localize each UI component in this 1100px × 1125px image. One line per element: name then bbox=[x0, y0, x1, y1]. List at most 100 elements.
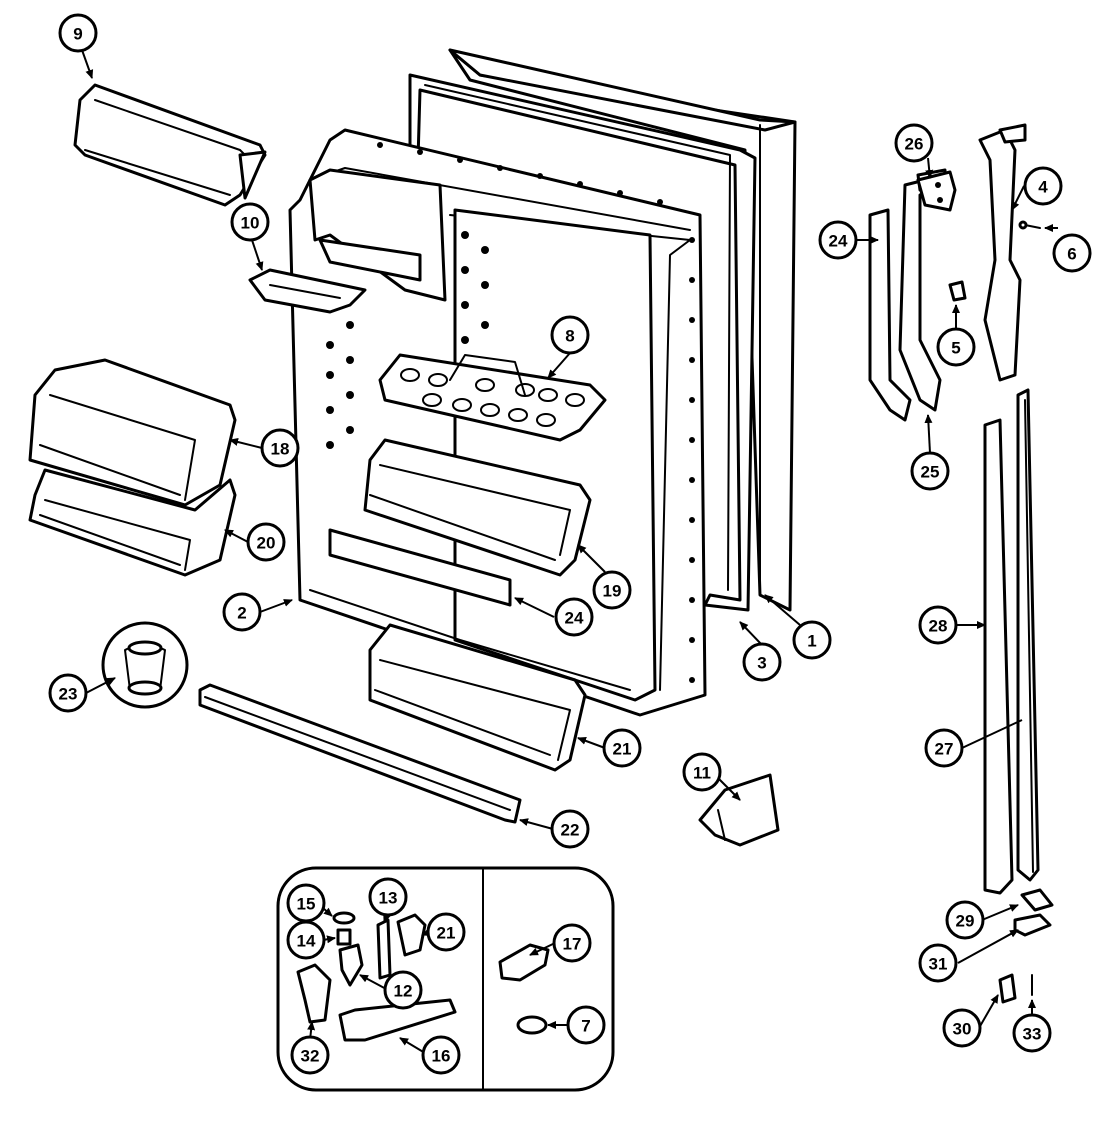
callout-circle bbox=[550, 809, 590, 849]
callout-c24b: 24 bbox=[818, 220, 858, 260]
callout-circle bbox=[48, 673, 88, 713]
callout-circle bbox=[910, 451, 950, 491]
callout-c25: 25 bbox=[910, 451, 950, 491]
callout-circle bbox=[942, 1008, 982, 1048]
callout-number: 25 bbox=[921, 463, 940, 482]
callout-number: 26 bbox=[905, 135, 924, 154]
callout-circle bbox=[286, 920, 326, 960]
callout-circle bbox=[426, 912, 466, 952]
bushing-14 bbox=[336, 928, 352, 946]
callout-circle bbox=[1012, 1013, 1052, 1053]
callout-number: 11 bbox=[693, 764, 711, 783]
handle-27 bbox=[1016, 388, 1040, 882]
callout-number: 1 bbox=[807, 632, 816, 651]
callout-number: 31 bbox=[929, 955, 948, 974]
callout-number: 23 bbox=[59, 685, 78, 704]
callout-c24a: 24 bbox=[554, 597, 594, 637]
hinge-21 bbox=[396, 913, 427, 957]
hinge-32 bbox=[296, 963, 332, 1024]
callout-number: 18 bbox=[271, 440, 290, 459]
screw-6 bbox=[1018, 220, 1041, 230]
callout-number: 16 bbox=[432, 1047, 451, 1066]
callout-circle bbox=[230, 202, 270, 242]
callout-number: 27 bbox=[935, 740, 954, 759]
callout-c23: 23 bbox=[48, 673, 88, 713]
callout-c27: 27 bbox=[924, 728, 964, 768]
callout-circle bbox=[554, 597, 594, 637]
callout-number: 24 bbox=[565, 609, 584, 628]
callout-c14: 14 bbox=[286, 920, 326, 960]
callout-circle bbox=[924, 728, 964, 768]
callout-number: 20 bbox=[257, 534, 276, 553]
shim-13 bbox=[376, 918, 392, 980]
end-cap-29 bbox=[1020, 888, 1054, 912]
callout-c22: 22 bbox=[550, 809, 590, 849]
callout-number: 10 bbox=[241, 214, 260, 233]
callout-number: 28 bbox=[929, 617, 948, 636]
callout-circle bbox=[918, 943, 958, 983]
leader-lines bbox=[81, 49, 1058, 1054]
callout-circle bbox=[566, 1005, 606, 1045]
callout-c21b: 21 bbox=[426, 912, 466, 952]
callout-c6: 6 bbox=[1052, 233, 1092, 273]
callout-number: 22 bbox=[561, 821, 580, 840]
callout-number: 32 bbox=[301, 1047, 320, 1066]
callout-c1: 1 bbox=[792, 620, 832, 660]
callout-circle bbox=[222, 592, 262, 632]
callout-circle bbox=[383, 970, 423, 1010]
plug-5 bbox=[948, 280, 967, 302]
callout-c18: 18 bbox=[260, 428, 300, 468]
callout-circle bbox=[58, 13, 98, 53]
callout-number: 14 bbox=[297, 932, 316, 951]
hinge-26 bbox=[916, 170, 957, 212]
washer-15 bbox=[332, 911, 356, 925]
callout-number: 2 bbox=[237, 604, 246, 623]
callout-circle bbox=[290, 1035, 330, 1075]
callout-number: 12 bbox=[394, 982, 413, 1001]
dairy-door-spring bbox=[248, 268, 367, 314]
callout-number: 21 bbox=[613, 740, 632, 759]
callout-circle bbox=[818, 220, 858, 260]
callout-number: 29 bbox=[956, 912, 975, 931]
callout-circle bbox=[1023, 166, 1063, 206]
callout-c3: 3 bbox=[742, 642, 782, 682]
callout-labels: 9108182021924312321221126424652528272931… bbox=[48, 13, 1092, 1075]
callout-c28: 28 bbox=[918, 605, 958, 645]
callout-circle bbox=[368, 877, 408, 917]
callout-c4: 4 bbox=[1023, 166, 1063, 206]
door-bottom-trim bbox=[198, 683, 522, 824]
hinge-pin-12 bbox=[338, 943, 364, 987]
callout-circle bbox=[936, 327, 976, 367]
callout-number: 3 bbox=[757, 654, 766, 673]
callout-c8: 8 bbox=[550, 315, 590, 355]
callout-number: 4 bbox=[1038, 178, 1048, 197]
callout-circle bbox=[894, 123, 934, 163]
handle-trim-28 bbox=[983, 418, 1014, 895]
door-shelf-upper bbox=[363, 438, 592, 577]
callout-circle bbox=[552, 923, 592, 963]
callout-number: 33 bbox=[1023, 1025, 1042, 1044]
callout-number: 17 bbox=[563, 935, 582, 954]
callout-number: 13 bbox=[379, 889, 398, 908]
callout-c2: 2 bbox=[222, 592, 262, 632]
cap-30 bbox=[998, 973, 1017, 1004]
callout-c12: 12 bbox=[383, 970, 423, 1010]
callout-circle bbox=[742, 642, 782, 682]
callout-circle bbox=[945, 900, 985, 940]
callout-c13: 13 bbox=[368, 877, 408, 917]
callout-c21a: 21 bbox=[602, 728, 642, 768]
callout-c31: 31 bbox=[918, 943, 958, 983]
callout-circle bbox=[246, 522, 286, 562]
callout-circle bbox=[918, 605, 958, 645]
callout-number: 19 bbox=[603, 582, 622, 601]
callout-c15: 15 bbox=[286, 883, 326, 923]
dairy-door bbox=[73, 83, 267, 207]
hinge-16 bbox=[338, 998, 457, 1042]
callout-c29: 29 bbox=[945, 900, 985, 940]
callout-number: 24 bbox=[829, 232, 848, 251]
egg-tray bbox=[378, 353, 607, 442]
callout-c5: 5 bbox=[936, 327, 976, 367]
callout-circle bbox=[602, 728, 642, 768]
callout-circle bbox=[421, 1035, 461, 1075]
handle-mount-4 bbox=[978, 123, 1027, 382]
